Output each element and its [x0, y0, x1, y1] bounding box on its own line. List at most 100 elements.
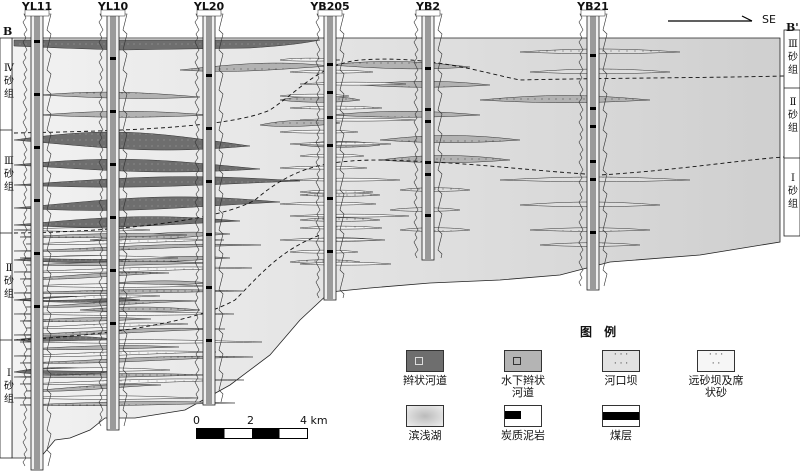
well-name-yl11: YL11 [22, 0, 52, 13]
coal-seam-mark [590, 54, 596, 57]
coal-seam-mark [34, 252, 40, 255]
legend-lake-label: 滨浅湖 [385, 430, 465, 442]
coal-seam-mark [110, 57, 116, 60]
legend-distal: · · · · · 远砂坝及席状砂 [676, 350, 756, 399]
well-lithology-track [110, 10, 116, 430]
direction-label: SE [762, 14, 776, 26]
legend-braided: 辫状河道 [385, 350, 465, 387]
scale-bar [196, 428, 308, 439]
well-name-yl20: YL20 [194, 0, 224, 13]
legend-lake: 滨浅湖 [385, 405, 465, 442]
coal-seam-mark [110, 269, 116, 272]
scale-tick-2: 2 [247, 414, 254, 427]
braided-swatch [406, 350, 444, 372]
coal-seam-mark [206, 339, 212, 342]
coal-seam-mark [110, 110, 116, 113]
coal-seam-mark [327, 116, 333, 119]
legend-distal-label: 远砂坝及席状砂 [688, 375, 744, 399]
coal-seam-mark [34, 199, 40, 202]
well-lithology-track [34, 10, 40, 470]
mouthbar-swatch: · · ·· · · [602, 350, 640, 372]
scale-tick-4: 4 km [300, 414, 328, 427]
well-lithology-track [206, 10, 212, 405]
coal-seam-mark [206, 74, 212, 77]
coal-seam-mark [327, 91, 333, 94]
left-zone-1-roman: Ⅰ [3, 367, 15, 380]
left-zone-3-text: 砂组 [3, 168, 15, 194]
right-zone-3-text: 砂组 [787, 51, 799, 77]
coal-seam-mark [34, 93, 40, 96]
left-zone-4-roman: Ⅳ [3, 62, 15, 75]
coal-seam-mark [590, 125, 596, 128]
coal-seam-mark [327, 250, 333, 253]
legend-mouthbar-label: 河口坝 [581, 375, 661, 387]
section-end-right: B' [786, 22, 799, 34]
coal-seam-mark [425, 108, 431, 111]
well-name-yb2: YB2 [416, 0, 440, 13]
coal-seam-mark [206, 127, 212, 130]
well-lithology-track [425, 10, 431, 260]
coal-swatch [602, 405, 640, 427]
coal-seam-mark [327, 63, 333, 66]
well-lithology-track [590, 10, 596, 290]
legend-mudstone-label: 炭质泥岩 [483, 430, 563, 442]
coal-seam-mark [425, 120, 431, 123]
right-zone-3: Ⅲ 砂组 [787, 38, 799, 77]
coal-seam-mark [590, 178, 596, 181]
section-end-left: B [3, 26, 12, 38]
coal-seam-mark [327, 197, 333, 200]
direction-arrow-head [742, 16, 752, 21]
legend-mouthbar: · · ·· · · 河口坝 [581, 350, 661, 387]
legend-coal-label: 煤层 [581, 430, 661, 442]
coal-seam-mark [590, 160, 596, 163]
well-name-yl10: YL10 [98, 0, 128, 13]
well-name-yb21: YB21 [577, 0, 609, 13]
left-zone-1: Ⅰ 砂组 [3, 367, 15, 406]
well-name-yb205: YB205 [310, 0, 349, 13]
mudstone-swatch [504, 405, 542, 427]
coal-seam-mark [34, 40, 40, 43]
right-zone-2-text: 砂组 [787, 109, 799, 135]
coal-seam-mark [425, 173, 431, 176]
scale-tick-0: 0 [193, 414, 200, 427]
right-zone-1-text: 砂组 [787, 185, 799, 211]
left-zone-2-text: 砂组 [3, 275, 15, 301]
right-zone-2: Ⅱ 砂组 [787, 96, 799, 135]
right-zone-2-roman: Ⅱ [787, 96, 799, 109]
coal-seam-mark [110, 163, 116, 166]
legend-subaqueous-label: 水下辫状河道 [498, 375, 548, 399]
coal-seam-mark [206, 286, 212, 289]
left-zone-2-roman: Ⅱ [3, 262, 15, 275]
coal-seam-mark [34, 146, 40, 149]
left-zone-1-text: 砂组 [3, 380, 15, 406]
coal-seam-mark [206, 233, 212, 236]
coal-seam-mark [425, 161, 431, 164]
legend-braided-label: 辫状河道 [385, 375, 465, 387]
left-zone-2: Ⅱ 砂组 [3, 262, 15, 301]
subaqueous-swatch [504, 350, 542, 372]
lake-swatch [406, 405, 444, 427]
left-zone-3: Ⅲ 砂组 [3, 155, 15, 194]
coal-seam-mark [110, 322, 116, 325]
right-zone-3-roman: Ⅲ [787, 38, 799, 51]
coal-seam-mark [34, 305, 40, 308]
left-zone-4-text: 砂组 [3, 75, 15, 101]
distal-swatch: · · · · · [697, 350, 735, 372]
legend-mudstone: 炭质泥岩 [483, 405, 563, 442]
right-zone-1: Ⅰ 砂组 [787, 172, 799, 211]
coal-seam-mark [425, 67, 431, 70]
right-zone-1-roman: Ⅰ [787, 172, 799, 185]
left-zone-3-roman: Ⅲ [3, 155, 15, 168]
legend-title: 图 例 [580, 323, 620, 340]
coal-seam-mark [206, 180, 212, 183]
coal-seam-mark [327, 144, 333, 147]
legend-subaqueous: 水下辫状河道 [483, 350, 563, 399]
coal-seam-mark [425, 214, 431, 217]
coal-seam-mark [590, 231, 596, 234]
well-lithology-track [327, 10, 333, 300]
left-zone-4: Ⅳ 砂组 [3, 62, 15, 101]
coal-seam-mark [590, 107, 596, 110]
coal-seam-mark [110, 216, 116, 219]
legend-coal: 煤层 [581, 405, 661, 442]
